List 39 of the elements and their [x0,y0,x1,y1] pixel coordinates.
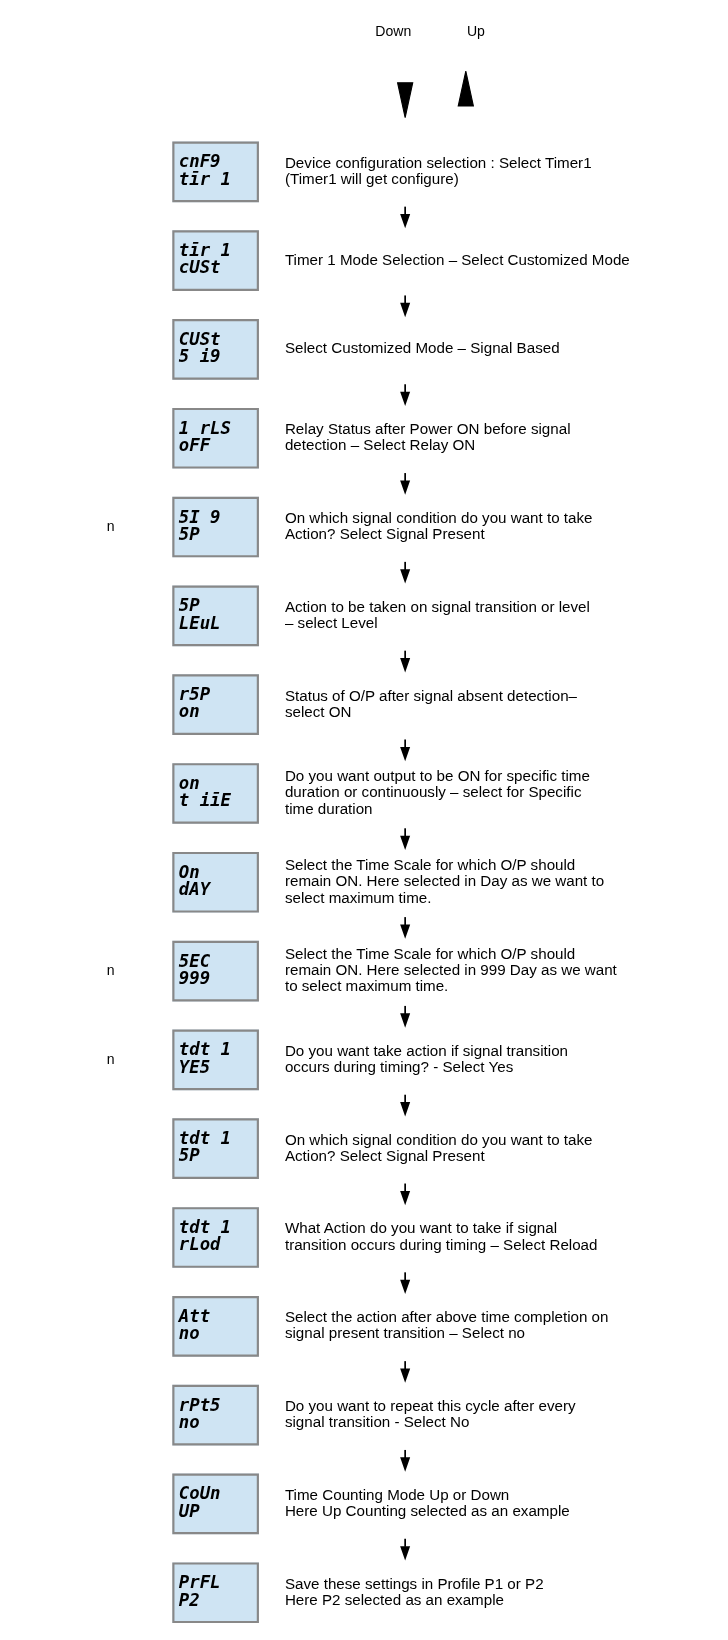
label: n [106,517,115,534]
label: n [106,1050,115,1067]
arrow [400,1449,411,1472]
node-label: Timer 1 Mode Selection – Select Customized Mode [284,250,630,268]
node-label: Select the Time Scale for which O/P should remain ON. Here selected in 999 Day as we want to select maximum time. [284,944,617,995]
node-label: Do you want to repeat this cycle after every signal transition - Select No [284,1397,576,1431]
arrow [400,383,411,406]
node-label: Status of O/P after signal absent detection– select ON [284,686,578,720]
arrow [400,294,411,318]
arrow [400,827,411,850]
node-label: Select the Time Scale for which O/P should remain ON. Here selected in Day as we want to select maximum time. [284,856,605,906]
node-label: What Action do you want to take if signal transition occurs during timing – Select Reload [284,1219,598,1253]
node-label: Relay Status after Power ON before signal detection – Select Relay ON [284,420,571,454]
node-label: Do you want output to be ON for specific time duration or continuously – select for Specific time duration [284,767,590,817]
arrow [400,1182,411,1206]
arrow [400,738,411,762]
node-label: Here Up Counting selected as an example [284,1502,570,1520]
arrow [400,649,411,673]
arrow [400,472,411,495]
node-label: On which signal condition do you want to take Action? Select Signal Present [284,1130,593,1164]
node-label: Select Customized Mode – Signal Based [284,339,560,357]
label: n [106,961,115,978]
label: Up [466,22,485,39]
node-label: Device configuration selection : Select Timer1 (Timer1 will get configure) [284,153,592,187]
arrow [400,1005,411,1028]
arrow [400,916,411,939]
arrow [400,1271,411,1295]
node-label: Select the action after above time completion on signal present transition – Select no [284,1308,609,1342]
arrow [400,561,411,584]
arrow [400,1360,411,1383]
node-label: On which signal condition do you want to take Action? Select Signal Present [284,508,593,543]
node-label: Action to be taken on signal transition or level – select Level [284,597,590,631]
arrow [400,205,411,229]
node-label: Save these settings in Profile P1 or P2 [284,1574,544,1592]
node-label: Do you want take action if signal transition occurs during timing? - Select Yes [284,1041,569,1076]
node-label: Time Counting Mode Up or Down [284,1485,510,1503]
arrow [400,1537,411,1561]
arrow [400,1093,411,1117]
label: Down [375,22,412,39]
